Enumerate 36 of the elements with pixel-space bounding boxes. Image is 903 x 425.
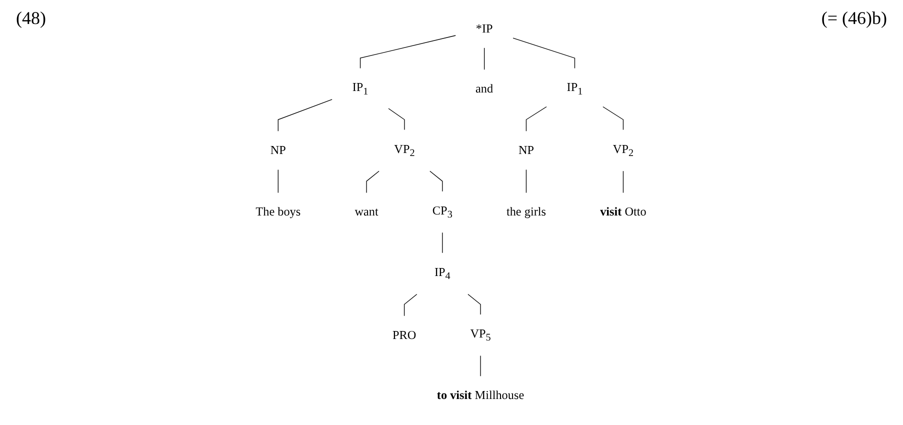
node-text: CP$_{3}$ <box>432 204 453 220</box>
node-text: The boys <box>256 204 302 218</box>
node-text: VP$_{2}$ <box>613 142 634 159</box>
node-text: VP$_{5}$ <box>470 326 492 344</box>
connector <box>484 48 486 70</box>
node-text: want <box>355 204 379 218</box>
connector <box>603 106 624 130</box>
node-text: visit Otto <box>600 204 647 218</box>
connector <box>442 232 444 254</box>
node-text: IP$_{1}$ <box>567 80 584 98</box>
node-text: IP$_{1}$ <box>352 80 369 98</box>
connector <box>388 108 406 130</box>
node-text: IP$_{4}$ <box>434 265 451 282</box>
connector <box>404 294 418 316</box>
connector <box>623 170 624 194</box>
connector <box>278 169 279 194</box>
node-text: to visit Millhouse <box>437 388 525 402</box>
connector <box>278 99 333 132</box>
connector <box>366 170 380 194</box>
example-number: (48) <box>16 8 46 29</box>
node-text: NP <box>270 143 286 157</box>
connector <box>468 294 482 315</box>
node-text: *IP <box>476 22 494 36</box>
connector <box>360 35 456 69</box>
cross-reference: (= (46)b) <box>821 8 887 29</box>
node-text: NP <box>518 143 534 157</box>
connector <box>480 355 482 376</box>
node-text: and <box>476 82 494 96</box>
node-text: the girls <box>506 204 546 218</box>
connector <box>430 170 444 192</box>
node-text: VP$_{2}$ <box>394 142 416 159</box>
connector <box>526 106 548 132</box>
node-text: PRO <box>392 328 417 342</box>
syntax-tree-drawing: *IP IP$_{1}$ and IP$_{1}$ NP VP$_{2}$ NP VP$_{2}$ The boys want CP$_{3}$ the girls visit Otto IP$_{4}$ PRO VP$_{5}$ to visit Millhouse <box>230 4 673 420</box>
connector <box>526 169 528 194</box>
connector <box>513 38 576 69</box>
